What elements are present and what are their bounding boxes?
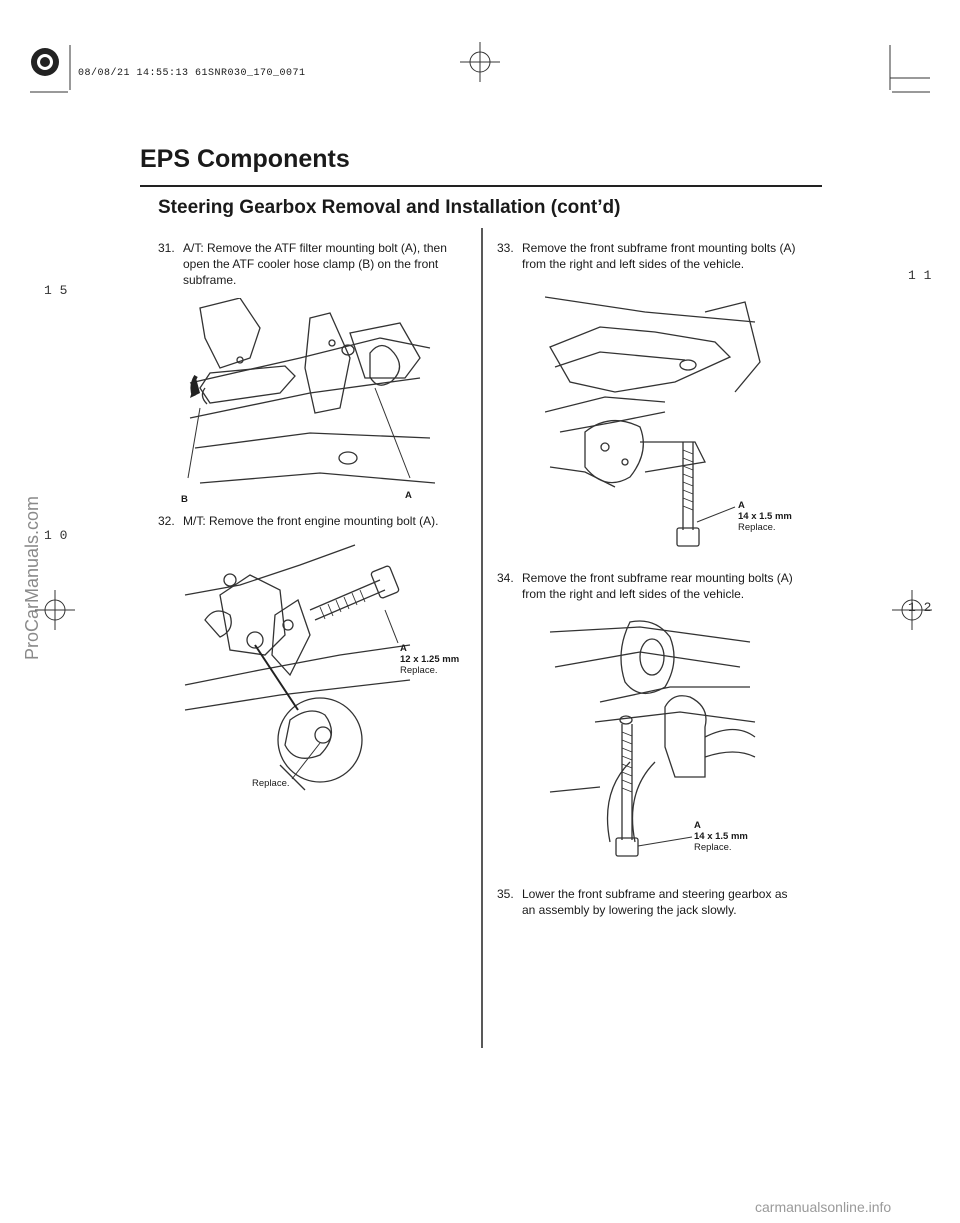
fig31-label-a: A xyxy=(405,490,412,501)
fig33-replace-note: Replace. xyxy=(738,522,776,533)
fig32-bolt-size: 12 x 1.25 mm xyxy=(400,654,460,665)
step-32: 32. M/T: Remove the front engine mountin… xyxy=(158,513,468,529)
margin-mark-right-top: 1 1 xyxy=(908,268,932,283)
step-number: 35. xyxy=(497,887,514,901)
fig31-label-b: B xyxy=(181,494,188,505)
fig33-callout: A 14 x 1.5 mm Replace. xyxy=(738,500,792,533)
registration-target-icon xyxy=(31,48,59,76)
step-33: 33. Remove the front subframe front moun… xyxy=(497,240,802,272)
fig32-replace-note: Replace. xyxy=(400,665,438,676)
figure-subframe-rear-bolt xyxy=(549,620,756,857)
fig32-label-a: A xyxy=(400,643,407,654)
section-subtitle: Steering Gearbox Removal and Installatio… xyxy=(158,197,621,218)
step-number: 31. xyxy=(158,241,175,255)
fig33-bolt-size: 14 x 1.5 mm xyxy=(738,511,792,522)
fig34-replace-note: Replace. xyxy=(694,842,732,853)
step-text: Lower the front subframe and steering ge… xyxy=(522,887,788,917)
step-number: 34. xyxy=(497,571,514,585)
fig32-inset-note: Replace. xyxy=(252,778,290,789)
step-number: 32. xyxy=(158,514,175,528)
figure-subframe-front-bolt xyxy=(545,296,761,547)
fig34-bolt-size: 14 x 1.5 mm xyxy=(694,831,748,842)
footer-watermark: carmanualsonline.info xyxy=(755,1199,892,1215)
page-title: EPS Components xyxy=(140,145,350,173)
margin-mark-left-mid: 1 0 xyxy=(44,528,68,543)
margin-mark-left-top: 1 5 xyxy=(44,283,68,298)
step-number: 33. xyxy=(497,241,514,255)
print-stamp: 08/08/21 14:55:13 61SNR030_170_0071 xyxy=(78,68,306,79)
step-text: Remove the front subframe front mounting… xyxy=(522,241,796,271)
figure-engine-mount-bolt xyxy=(184,544,411,791)
step-text: M/T: Remove the front engine mounting bo… xyxy=(183,514,439,528)
step-text: A/T: Remove the ATF filter mounting bolt… xyxy=(183,241,447,287)
margin-mark-right-mid: 1 2 xyxy=(908,600,932,615)
fig34-label-a: A xyxy=(694,820,701,831)
step-text: Remove the front subframe rear mounting … xyxy=(522,571,793,601)
step-35: 35. Lower the front subframe and steerin… xyxy=(497,886,802,918)
step-34: 34. Remove the front subframe rear mount… xyxy=(497,570,802,602)
step-31: 31. A/T: Remove the ATF filter mounting … xyxy=(158,240,468,288)
side-watermark: ProCarManuals.com xyxy=(22,495,42,660)
fig33-label-a: A xyxy=(738,500,745,511)
fig34-callout: A 14 x 1.5 mm Replace. xyxy=(694,820,748,853)
figure-atf-filter-bolt xyxy=(187,298,436,484)
fig32-callout: A 12 x 1.25 mm Replace. xyxy=(400,643,459,676)
